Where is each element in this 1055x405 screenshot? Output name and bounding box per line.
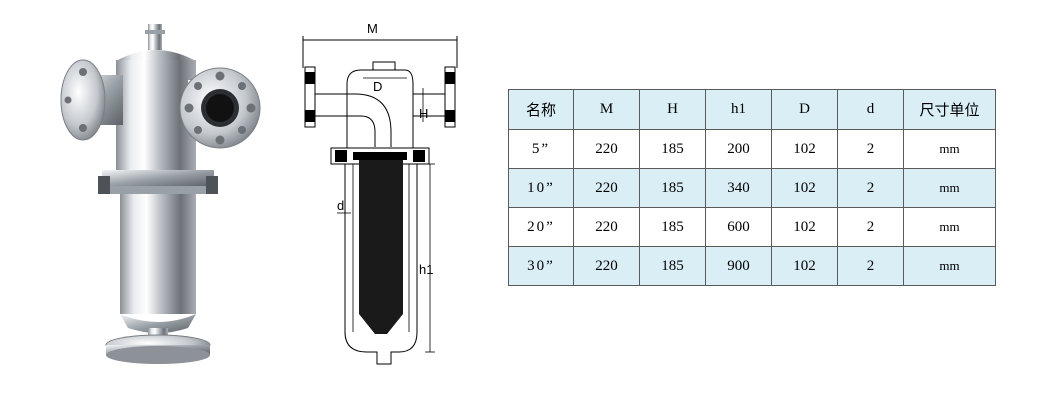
table-row: 30” 220 185 900 102 2 mm bbox=[508, 246, 996, 286]
header-M: M bbox=[573, 89, 640, 130]
cell-H: 185 bbox=[639, 246, 706, 286]
label-D: D bbox=[373, 79, 382, 94]
table-row: 20” 220 185 600 102 2 mm bbox=[508, 207, 996, 247]
cell-M: 220 bbox=[573, 129, 640, 169]
header-D: D bbox=[771, 89, 838, 130]
spec-table: 名称 M H h1 D d 尺寸单位 5” 220 185 200 102 2 … bbox=[508, 89, 996, 286]
cell-H: 185 bbox=[639, 168, 706, 208]
cell-unit: mm bbox=[903, 129, 996, 169]
label-d: d bbox=[337, 198, 344, 213]
cell-D: 102 bbox=[771, 246, 838, 286]
label-H: H bbox=[419, 106, 428, 121]
cell-M: 220 bbox=[573, 168, 640, 208]
dimension-schematic: M D H d h1 bbox=[302, 21, 458, 365]
header-unit: 尺寸单位 bbox=[903, 89, 996, 130]
cell-unit: mm bbox=[903, 207, 996, 247]
cell-M: 220 bbox=[573, 207, 640, 247]
table-header-row: 名称 M H h1 D d 尺寸单位 bbox=[508, 89, 996, 130]
label-h1: h1 bbox=[419, 262, 433, 277]
cell-h1: 340 bbox=[705, 168, 772, 208]
label-M: M bbox=[367, 21, 378, 36]
cell-h1: 900 bbox=[705, 246, 772, 286]
cell-unit: mm bbox=[903, 168, 996, 208]
cell-H: 185 bbox=[639, 207, 706, 247]
cell-d: 2 bbox=[837, 207, 904, 247]
cell-name: 30” bbox=[508, 246, 574, 286]
cell-unit: mm bbox=[903, 246, 996, 286]
header-h1: h1 bbox=[705, 89, 772, 130]
cell-d: 2 bbox=[837, 246, 904, 286]
cell-H: 185 bbox=[639, 129, 706, 169]
header-H: H bbox=[639, 89, 706, 130]
cell-D: 102 bbox=[771, 129, 838, 169]
cell-h1: 600 bbox=[705, 207, 772, 247]
cell-h1: 200 bbox=[705, 129, 772, 169]
cell-name: 10” bbox=[508, 168, 574, 208]
cell-name: 5” bbox=[508, 129, 574, 169]
cell-D: 102 bbox=[771, 207, 838, 247]
cell-name: 20” bbox=[508, 207, 574, 247]
cell-M: 220 bbox=[573, 246, 640, 286]
cell-d: 2 bbox=[837, 129, 904, 169]
table-row: 5” 220 185 200 102 2 mm bbox=[508, 129, 996, 169]
cell-d: 2 bbox=[837, 168, 904, 208]
table-row: 10” 220 185 340 102 2 mm bbox=[508, 168, 996, 208]
filter-housing-photo bbox=[60, 24, 261, 364]
header-name: 名称 bbox=[508, 89, 574, 130]
header-d: d bbox=[837, 89, 904, 130]
cell-D: 102 bbox=[771, 168, 838, 208]
